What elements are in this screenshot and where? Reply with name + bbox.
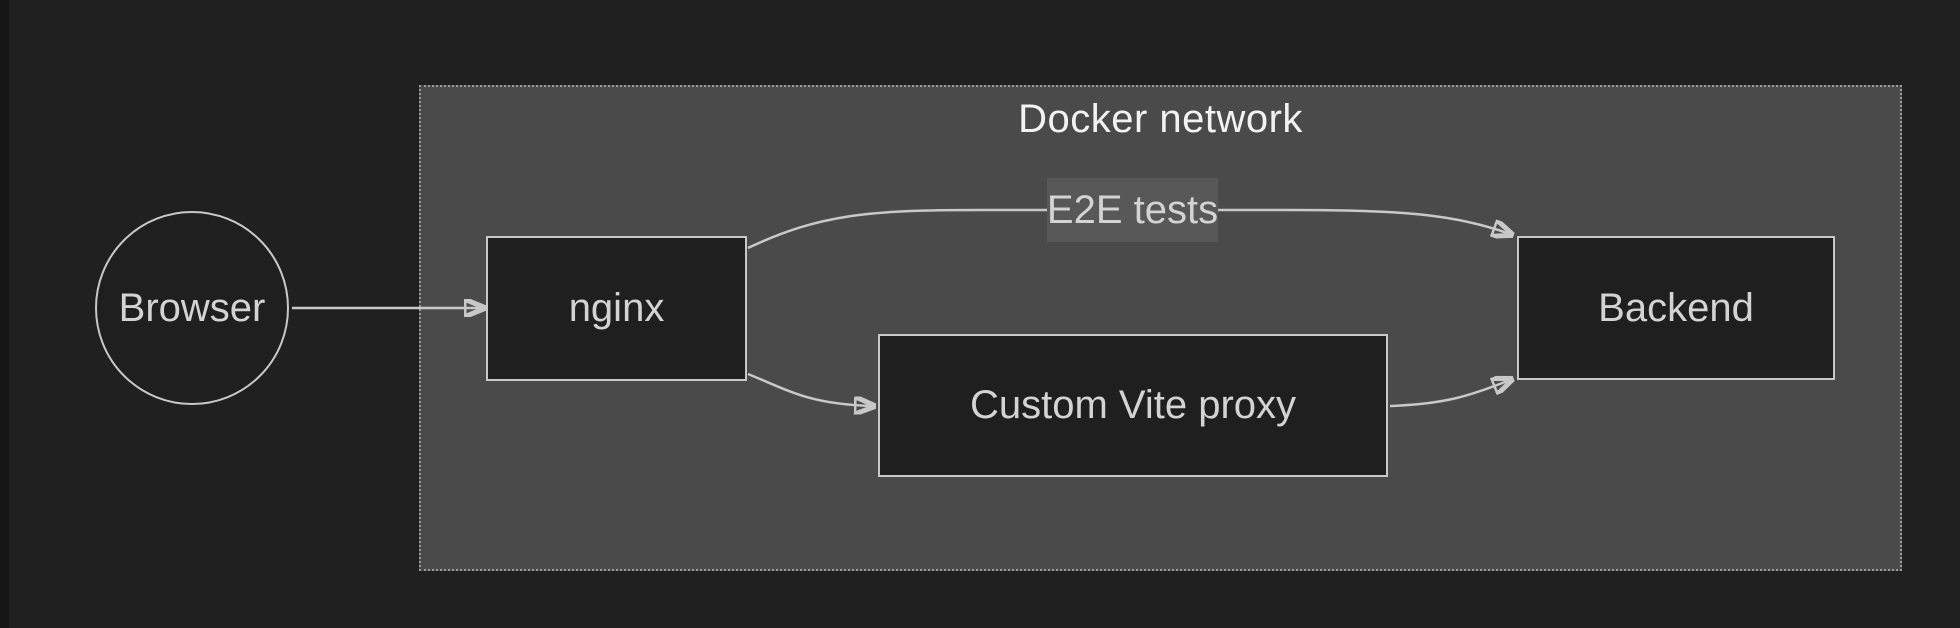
node-backend: Backend (1517, 236, 1835, 380)
node-nginx-label: nginx (568, 286, 665, 330)
node-vite-proxy-label: Custom Vite proxy (969, 383, 1297, 427)
edge-label-e2e-tests: E2E tests (1047, 178, 1218, 242)
window-edge-strip (0, 0, 9, 628)
node-nginx: nginx (486, 236, 747, 381)
node-browser-label: Browser (118, 285, 266, 330)
node-vite-proxy: Custom Vite proxy (878, 334, 1388, 477)
node-browser: Browser (95, 211, 289, 405)
node-backend-label: Backend (1598, 285, 1754, 330)
docker-network-title: Docker network (1018, 97, 1303, 141)
